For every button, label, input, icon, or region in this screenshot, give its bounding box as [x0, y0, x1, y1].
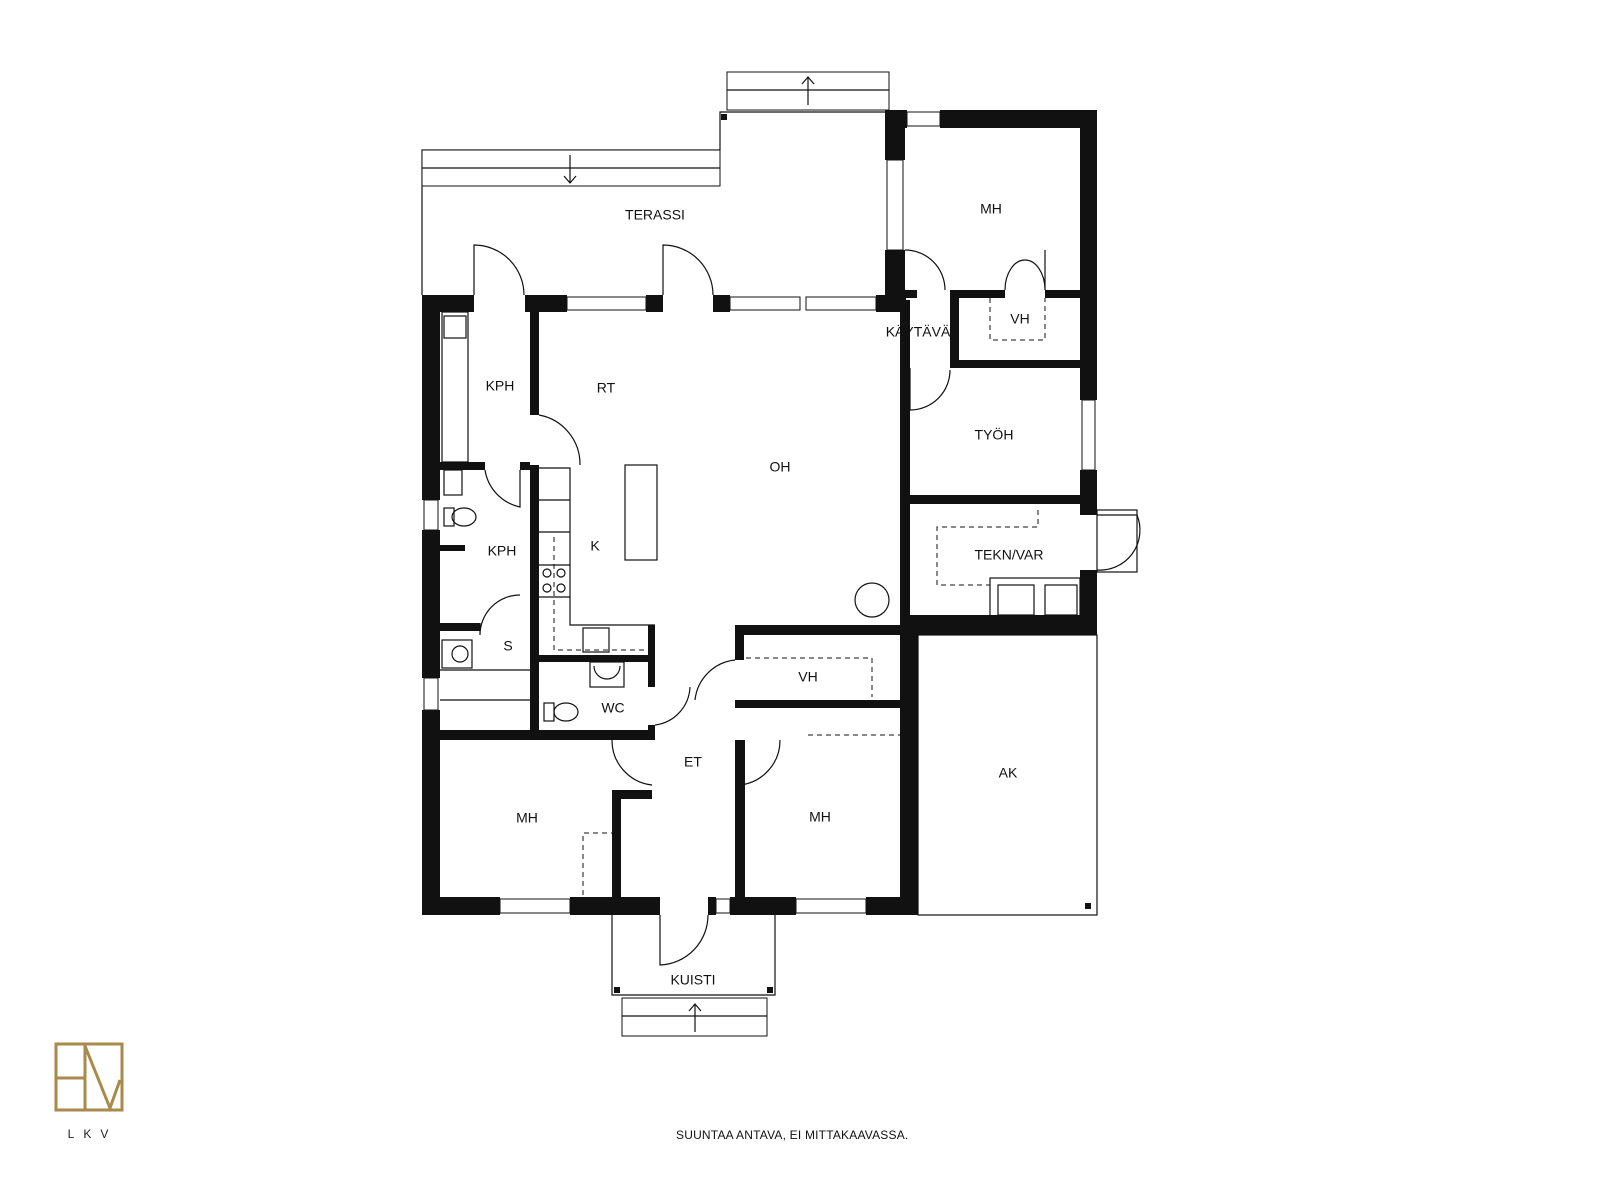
- porch-outline: [611, 915, 776, 1037]
- doors: [473, 244, 1141, 966]
- room-label-s: S: [503, 638, 512, 654]
- room-label-k: K: [590, 538, 600, 554]
- lkv-logo: [54, 1042, 124, 1113]
- terrace-outline: [421, 71, 890, 295]
- disclaimer: SUUNTAA ANTAVA, EI MITTAKAAVASSA.: [676, 1128, 909, 1142]
- room-label-tekn-var: TEKN/VAR: [975, 547, 1044, 563]
- room-label-kph-lower: KPH: [488, 543, 517, 559]
- room-label-oh: OH: [770, 459, 791, 475]
- room-label-vh-ne: VH: [1010, 311, 1029, 327]
- room-label-ak: AK: [999, 765, 1018, 781]
- logo-caption: LKV: [67, 1127, 118, 1141]
- room-label-mh-s: MH: [809, 809, 831, 825]
- room-labels: TERASSI MH VH KÄYTÄVÄ KPH RT OH TYÖH K K…: [486, 201, 1044, 988]
- room-label-kph-upper: KPH: [486, 378, 515, 394]
- room-label-kuisti: KUISTI: [670, 972, 715, 988]
- windows: [423, 111, 1096, 914]
- room-label-wc: WC: [601, 700, 624, 716]
- room-label-kaytava: KÄYTÄVÄ: [886, 324, 951, 340]
- fireplace: [854, 582, 890, 618]
- room-label-mh-sw: MH: [516, 810, 538, 826]
- walls: [422, 110, 1097, 915]
- room-label-tyoh: TYÖH: [975, 426, 1014, 443]
- room-label-terassi: TERASSI: [625, 207, 685, 223]
- fixtures: [440, 298, 1081, 895]
- room-label-vh-mid: VH: [798, 669, 817, 685]
- room-label-rt: RT: [597, 380, 616, 396]
- room-label-et: ET: [684, 754, 702, 770]
- kitchen-island: [624, 464, 658, 561]
- room-label-mh-ne: MH: [980, 201, 1002, 217]
